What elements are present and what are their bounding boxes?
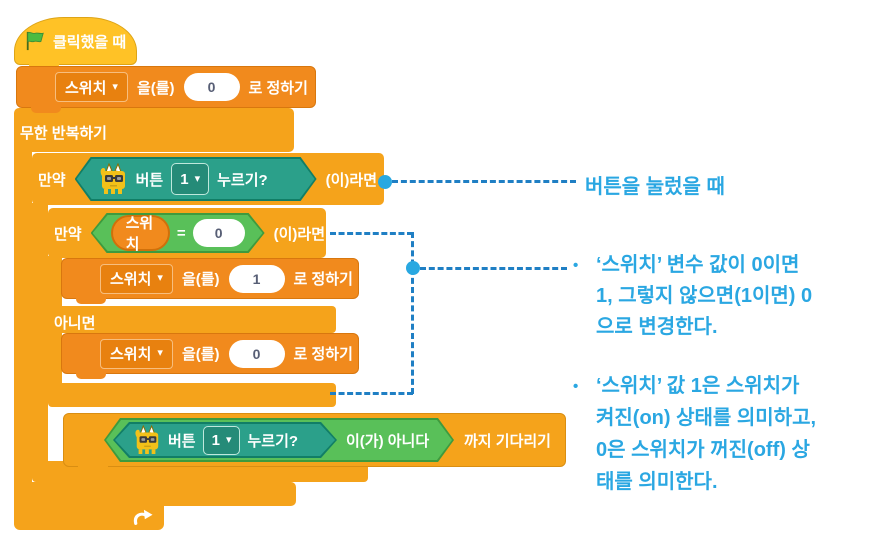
if-switch-block-header[interactable]: 만약 스위치 = 0 (이)라면	[48, 208, 326, 258]
note-line: 켜진(on) 상태를 의미하고,	[596, 407, 817, 429]
chevron-down-icon: ▾	[157, 347, 163, 359]
hat-label: 클릭했을 때	[53, 33, 127, 51]
wait-until-block[interactable]: 버튼 1 ▾ 누르기? 이(가) 아니다 까지 기다리기	[63, 413, 566, 472]
if-button-block-left-wall[interactable]	[32, 203, 48, 463]
button-pressed-condition[interactable]: 버튼 1 ▾ 누르기?	[113, 422, 337, 458]
else-label: 아니면	[54, 315, 96, 332]
forever-label: 무한 반복하기	[20, 125, 107, 142]
value-input[interactable]: 0	[228, 339, 285, 368]
note-switch-meaning: ‘스위치’ 값 1은 스위치가 켜진(on) 상태를 의미하고, 0은 스위치가…	[596, 370, 816, 498]
else-bar[interactable]: 아니면	[48, 306, 336, 333]
button-number-dropdown[interactable]: 1 ▾	[203, 426, 241, 455]
loop-arrow-icon	[132, 507, 154, 532]
value-input[interactable]: 0	[183, 73, 240, 101]
set-variable-block[interactable]: 스위치 ▾ 을(를) 0 로 정하기	[61, 333, 359, 379]
note-line: 1, 그렇지 않으면(1이면) 0	[596, 285, 813, 307]
else-left-wall[interactable]	[48, 331, 62, 385]
button-label: 버튼	[168, 432, 196, 450]
variable-dropdown[interactable]: 스위치 ▾	[100, 338, 173, 369]
set-suffix: 로 정하기	[293, 346, 353, 363]
particle-label: 을(를)	[181, 346, 220, 363]
note-line: 0은 스위치가 꺼진(off) 상	[596, 439, 810, 461]
variable-dropdown[interactable]: 스위치 ▾	[55, 72, 128, 102]
switch-variable-reporter[interactable]: 스위치	[111, 215, 170, 251]
if-switch-block-left-wall[interactable]	[48, 256, 62, 308]
bullet-icon: •	[573, 257, 579, 274]
chevron-down-icon: ▾	[194, 172, 201, 185]
chevron-down-icon: ▾	[225, 433, 232, 446]
set-suffix: 로 정하기	[248, 79, 308, 97]
variable-dropdown[interactable]: 스위치 ▾	[100, 263, 173, 294]
note-line: 으로 변경한다.	[596, 316, 718, 338]
if-switch-block-bottom-bar[interactable]	[48, 383, 336, 407]
bracket-top-line	[330, 232, 413, 235]
bracket-bottom-line	[330, 392, 413, 395]
pressed-label: 누르기?	[247, 432, 299, 450]
variable-name: 스위치	[110, 271, 152, 288]
not-label: 이(가) 아니다	[346, 432, 430, 450]
if-prefix: 만약	[54, 225, 82, 243]
button-number-value: 1	[211, 431, 220, 449]
compare-value-input[interactable]: 0	[193, 219, 245, 247]
button-pressed-condition[interactable]: 버튼 1 ▾ 누르기?	[75, 157, 317, 201]
particle-label: 을(를)	[136, 79, 175, 97]
equals-operator: =	[176, 224, 186, 242]
chevron-down-icon: ▾	[157, 272, 163, 284]
forever-block-bottom-bar[interactable]	[14, 482, 296, 506]
green-flag-icon	[25, 31, 45, 51]
bracket-vertical-line	[411, 232, 414, 394]
button-number-value: 1	[180, 170, 189, 188]
if-prefix: 만약	[38, 171, 66, 189]
connector-dot	[378, 175, 392, 189]
not-condition[interactable]: 버튼 1 ▾ 누르기? 이(가) 아니다	[104, 418, 454, 462]
button-label: 버튼	[135, 171, 164, 189]
note-line: 태를 의미한다.	[596, 471, 718, 493]
forever-block-end-tab[interactable]	[14, 504, 164, 530]
chevron-down-icon: ▾	[112, 80, 118, 93]
if-suffix: (이)라면	[273, 225, 325, 243]
connector-line-button-note	[392, 180, 576, 183]
value-input[interactable]: 1	[228, 264, 285, 293]
variable-name: 스위치	[65, 79, 107, 97]
bullet-icon: •	[573, 378, 579, 395]
when-flag-clicked-block[interactable]: 클릭했을 때	[14, 17, 137, 70]
note-button-pressed: 버튼을 눌렀을 때	[585, 176, 725, 198]
set-suffix: 로 정하기	[293, 271, 353, 288]
connector-dot	[406, 261, 420, 275]
forever-block-header[interactable]: 무한 반복하기	[14, 108, 294, 152]
if-button-block-header[interactable]: 만약	[32, 153, 384, 205]
connector-line-toggle-note	[420, 267, 567, 270]
button-number-dropdown[interactable]: 1 ▾	[171, 163, 209, 195]
set-variable-block[interactable]: 스위치 ▾ 을(를) 0 로 정하기	[16, 66, 316, 113]
if-suffix: (이)라면	[325, 171, 377, 189]
set-variable-block[interactable]: 스위치 ▾ 을(를) 1 로 정하기	[61, 258, 359, 304]
pressed-label: 누르기?	[217, 171, 268, 189]
note-line: ‘스위치’ 값 1은 스위치가	[596, 375, 800, 397]
robot-cat-icon	[133, 425, 161, 455]
equals-condition[interactable]: 스위치 = 0	[91, 213, 265, 253]
note-line: ‘스위치’ 변수 값이 0이면	[596, 254, 800, 276]
variable-name: 스위치	[110, 346, 152, 363]
note-toggle-logic: ‘스위치’ 변수 값이 0이면 1, 그렇지 않으면(1이면) 0 으로 변경한…	[596, 250, 812, 343]
forever-block-left-wall[interactable]	[14, 150, 32, 484]
wait-until-suffix: 까지 기다리기	[464, 432, 551, 450]
particle-label: 을(를)	[181, 271, 220, 288]
robot-cat-icon	[98, 163, 128, 195]
